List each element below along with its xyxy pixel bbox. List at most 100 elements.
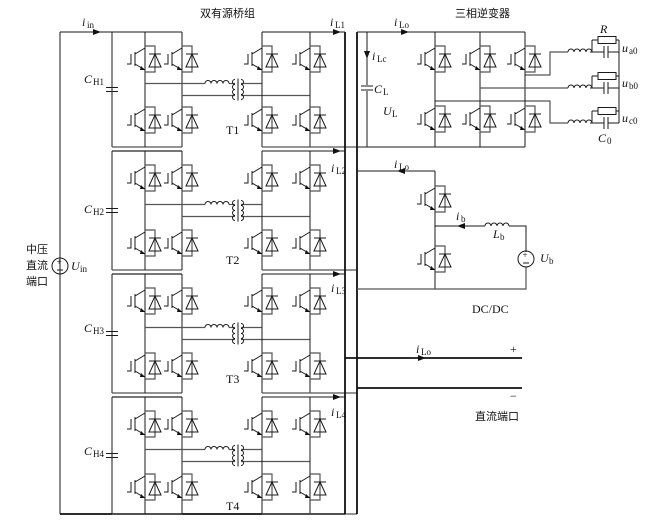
diode-triangle <box>148 480 162 496</box>
emitter-arrow <box>430 66 435 70</box>
diode-triangle <box>148 294 162 310</box>
primary-igbt-icon <box>164 40 199 78</box>
svg-text:H4: H4 <box>93 449 104 459</box>
diode-lead <box>145 106 156 134</box>
emitter-arrow <box>430 206 435 210</box>
svg-text:C: C <box>84 202 93 216</box>
svg-text:b: b <box>461 214 466 224</box>
diode-lead <box>525 105 536 133</box>
igbt-emitter <box>171 247 183 262</box>
igbt-collector <box>171 405 183 420</box>
diode-triangle <box>265 417 279 433</box>
igbt-gate <box>507 114 512 125</box>
igbt-collector <box>134 101 146 116</box>
label-R: R <box>599 22 608 36</box>
igbt-emitter <box>299 182 311 197</box>
secondary-igbt-icon <box>292 101 327 139</box>
svg-text:C: C <box>84 321 93 335</box>
emitter-arrow <box>177 431 182 435</box>
igbt-emitter <box>299 370 311 385</box>
primary-igbt-icon <box>164 468 199 506</box>
battery-source-icon: + <box>517 250 535 268</box>
diode-triangle <box>265 359 279 375</box>
diode-lead <box>262 287 273 315</box>
igbt-gate <box>127 482 132 493</box>
primary-igbt-icon <box>164 282 199 320</box>
mv-port-label-1: 中压 <box>26 243 48 256</box>
svg-text:Lo: Lo <box>399 162 409 172</box>
igbt-gate <box>244 361 249 372</box>
battery-inductor-icon <box>484 222 510 227</box>
filter-inductor-icon <box>567 84 593 89</box>
svg-text:Lc: Lc <box>377 54 387 64</box>
primary-igbt-icon <box>164 405 199 443</box>
diode-triangle <box>313 480 327 496</box>
diode-lead <box>262 45 273 73</box>
igbt-collector <box>299 101 311 116</box>
igbt-collector <box>469 40 481 55</box>
igbt-emitter <box>251 305 263 320</box>
diode-triangle <box>148 113 162 129</box>
emitter-arrow <box>257 431 262 435</box>
igbt-collector <box>469 100 481 115</box>
emitter-arrow <box>177 66 182 70</box>
igbt-emitter <box>171 63 183 78</box>
igbt-gate <box>127 173 132 184</box>
igbt-gate <box>244 115 249 126</box>
diode-triangle <box>483 112 497 128</box>
diode-lead <box>182 410 193 438</box>
igbt-collector <box>424 180 436 195</box>
primary-igbt-icon <box>127 40 162 78</box>
diode-triangle <box>265 294 279 310</box>
igbt-gate <box>462 54 467 65</box>
igbt-gate <box>164 482 169 493</box>
load-resistor-icon <box>597 107 617 115</box>
diode-triangle <box>313 417 327 433</box>
secondary-igbt-icon <box>292 347 327 385</box>
emitter-arrow <box>257 66 262 70</box>
igbt-collector <box>251 468 263 483</box>
module-capacitor-icon <box>106 331 118 336</box>
igbt-collector <box>299 282 311 297</box>
diode-triangle <box>185 359 199 375</box>
emitter-arrow <box>140 431 145 435</box>
igbt-emitter <box>134 305 146 320</box>
emitter-arrow <box>475 126 480 130</box>
igbt-emitter <box>469 123 481 138</box>
igbt-emitter <box>171 182 183 197</box>
svg-text:in: in <box>80 264 88 274</box>
igbt-gate <box>164 419 169 430</box>
igbt-gate <box>244 173 249 184</box>
igbt-collector <box>134 282 146 297</box>
secondary-igbt-icon <box>244 159 279 197</box>
svg-text:L2: L2 <box>336 166 346 176</box>
igbt-collector <box>424 240 436 255</box>
igbt-gate <box>127 296 132 307</box>
svg-text:L3: L3 <box>336 286 346 296</box>
igbt-gate <box>244 54 249 65</box>
diode-lead <box>182 473 193 501</box>
diode-lead <box>145 473 156 501</box>
mv-voltage-source-icon: + <box>51 257 69 275</box>
igbt-collector <box>134 159 146 174</box>
load-resistor-icon <box>597 72 617 80</box>
mv-port-label-3: 端口 <box>26 275 48 288</box>
wire <box>525 51 568 76</box>
wires <box>59 29 620 515</box>
primary-igbt-icon <box>164 224 199 262</box>
diode-lead <box>435 245 446 273</box>
diode-lead <box>182 45 193 73</box>
diode-lead <box>480 45 491 73</box>
diode-triangle <box>483 52 497 68</box>
secondary-igbt-icon <box>244 468 279 506</box>
svg-text:C: C <box>598 131 607 145</box>
